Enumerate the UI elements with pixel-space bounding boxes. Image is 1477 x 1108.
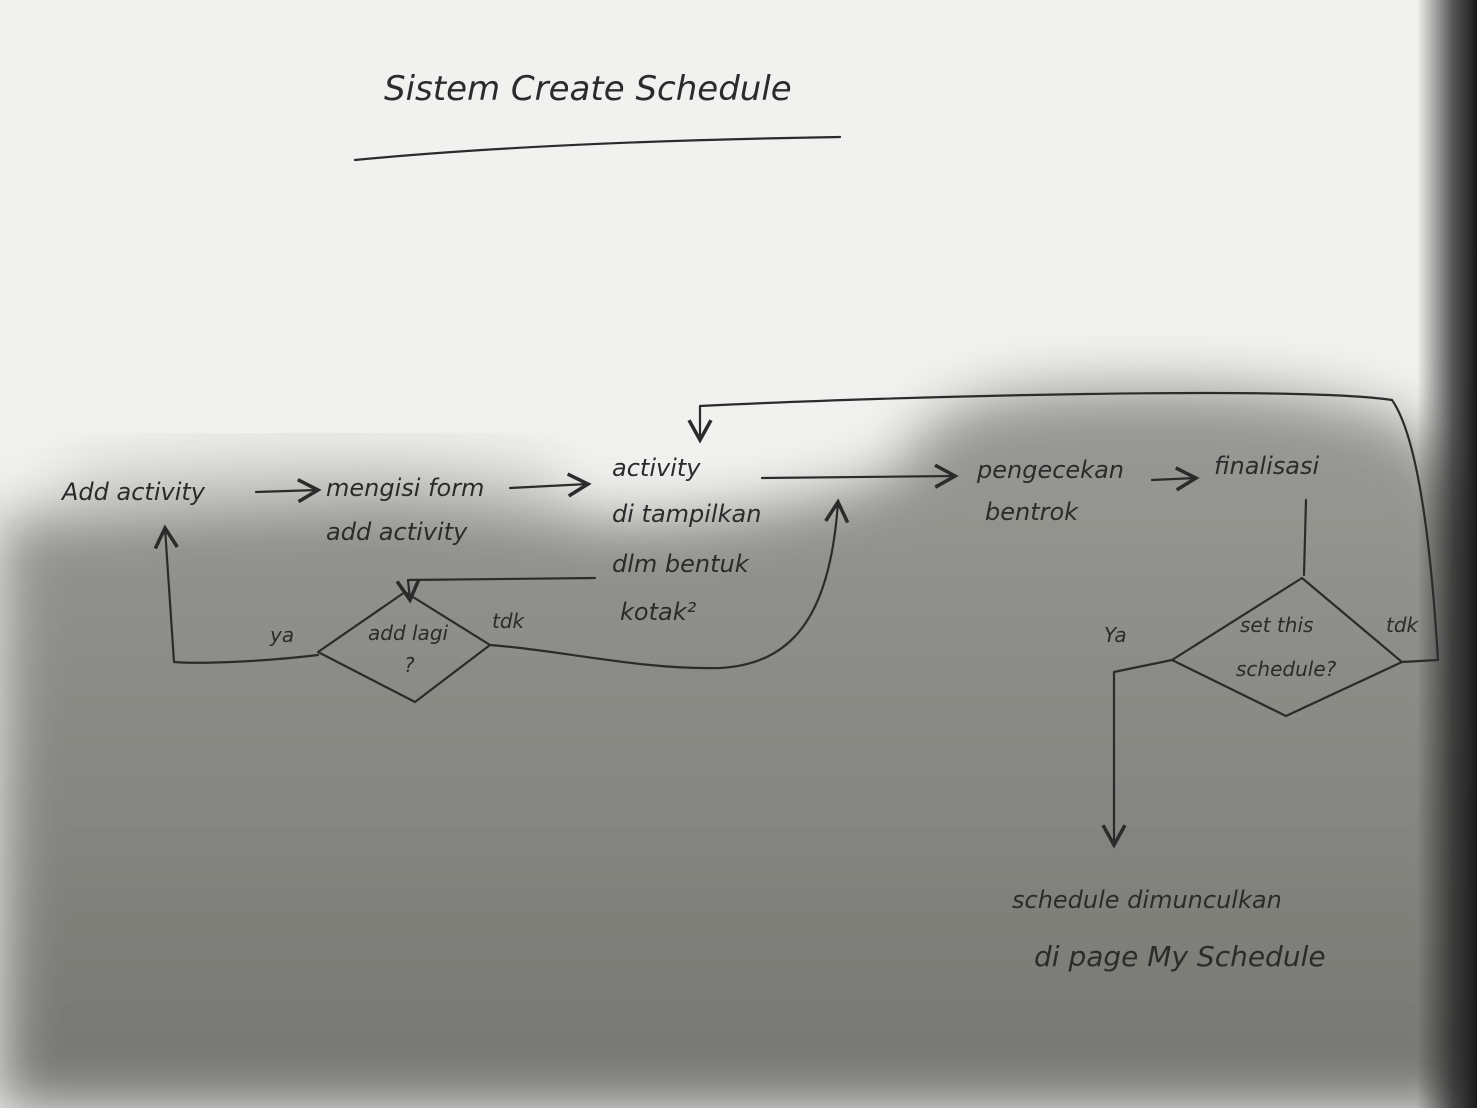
node-display-line4: kotak² bbox=[620, 598, 697, 626]
decision-set-line2: schedule? bbox=[1236, 657, 1337, 681]
node-result-line2: di page My Schedule bbox=[1034, 940, 1326, 973]
edge-display-to-check bbox=[760, 463, 959, 489]
node-result-line1: schedule dimunculkan bbox=[1012, 886, 1282, 914]
edge-add-to-form bbox=[254, 478, 322, 504]
node-conflict-line1: pengecekan bbox=[976, 456, 1124, 484]
edge-set-yes bbox=[1101, 658, 1174, 849]
edge-form-to-display bbox=[508, 472, 592, 498]
decision-add-line1: add lagi bbox=[368, 621, 449, 645]
decision-set-line1: set this bbox=[1240, 613, 1313, 637]
edge-add-no bbox=[488, 498, 850, 670]
node-fill-form-line1: mengisi form bbox=[326, 474, 484, 502]
title-underline bbox=[353, 135, 842, 162]
label-add-no: tdk bbox=[492, 609, 526, 633]
node-add-activity: Add activity bbox=[60, 478, 206, 506]
node-conflict-line2: bentrok bbox=[985, 498, 1079, 526]
diagram-title: Sistem Create Schedule bbox=[384, 69, 792, 109]
label-set-yes: Ya bbox=[1104, 623, 1127, 647]
label-add-yes: ya bbox=[269, 623, 294, 647]
decision-add-again bbox=[316, 590, 492, 704]
decision-set-schedule bbox=[1170, 576, 1404, 718]
edge-display-to-add-decision bbox=[395, 576, 597, 604]
decision-add-line2: ? bbox=[404, 653, 415, 677]
edge-check-to-finalize bbox=[1150, 466, 1200, 492]
node-fill-form-line2: add activity bbox=[326, 518, 468, 546]
node-display-line1: activity bbox=[612, 454, 701, 482]
edge-add-yes-loop bbox=[153, 524, 320, 664]
edge-set-no-loop bbox=[687, 392, 1440, 664]
node-display-line3: dlm bentuk bbox=[612, 550, 750, 578]
node-finalize: finalisasi bbox=[1214, 452, 1319, 480]
edge-finalize-to-set-decision bbox=[1302, 498, 1308, 577]
paper-edge-shadow bbox=[1417, 0, 1477, 1108]
label-set-no: tdk bbox=[1386, 613, 1420, 637]
node-display-line2: di tampilkan bbox=[612, 500, 761, 528]
